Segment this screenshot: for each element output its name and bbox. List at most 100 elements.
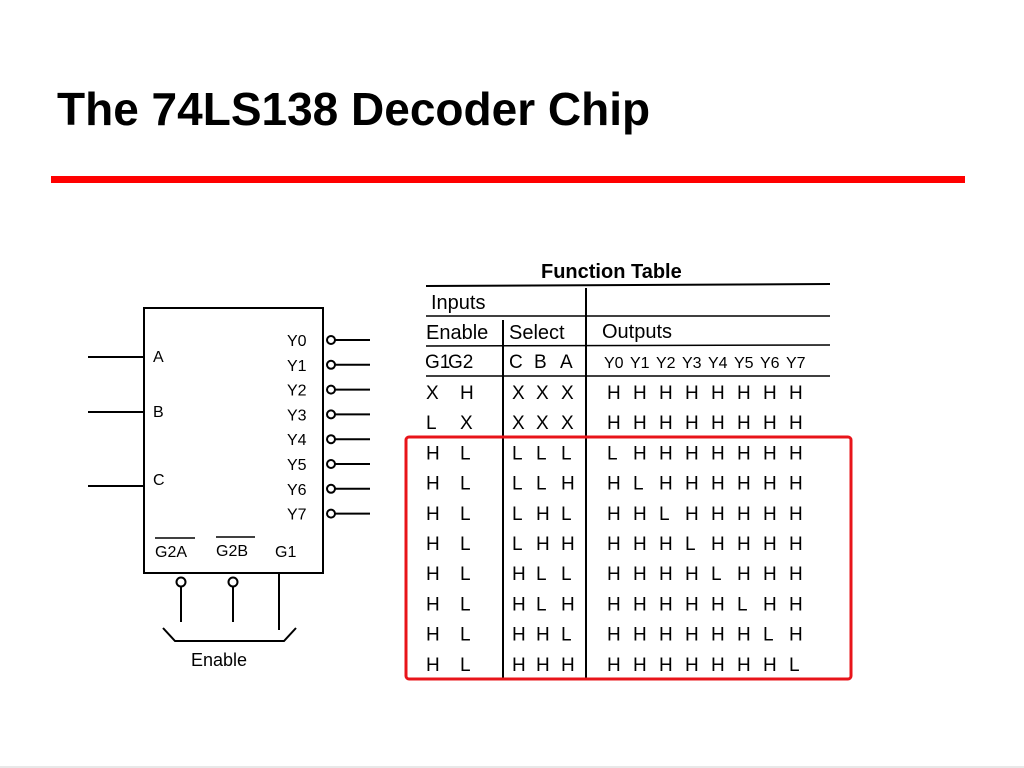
table-cell: H <box>659 413 673 434</box>
table-cell: H <box>789 564 803 585</box>
output-pin-y5: Y5 <box>287 457 370 474</box>
table-cell: H <box>426 625 440 646</box>
enable-group-label: Enable <box>191 650 247 670</box>
table-cell: H <box>633 655 647 676</box>
table-cell: H <box>737 655 751 676</box>
table-cell: H <box>561 534 575 555</box>
table-cell: H <box>763 534 777 555</box>
table-cell: H <box>633 413 647 434</box>
table-cell: H <box>659 594 673 615</box>
output-pin-y4: Y4 <box>287 432 370 449</box>
table-cell: X <box>561 383 574 404</box>
table-cell: H <box>737 564 751 585</box>
table-cell: H <box>685 594 699 615</box>
table-cell: H <box>659 474 673 495</box>
output-label: Y6 <box>287 482 307 499</box>
table-cell: L <box>460 655 471 676</box>
column-header-b: B <box>534 352 547 373</box>
output-pin-y3: Y3 <box>287 407 370 424</box>
table-cell: H <box>426 474 440 495</box>
table-cell: H <box>737 443 751 464</box>
column-header-g1: G1 <box>425 352 450 373</box>
table-cell: H <box>512 625 526 646</box>
table-cell: H <box>607 383 621 404</box>
table-cell: H <box>685 564 699 585</box>
table-cell: H <box>763 655 777 676</box>
table-cell: L <box>460 443 471 464</box>
output-label: Y7 <box>287 507 307 524</box>
column-header-c: C <box>509 352 523 373</box>
table-cell: H <box>460 383 474 404</box>
table-cell: H <box>607 534 621 555</box>
table-cell: H <box>737 534 751 555</box>
table-cell: H <box>536 625 550 646</box>
table-cell: L <box>536 443 547 464</box>
table-cell: X <box>561 413 574 434</box>
column-header-y3: Y3 <box>682 355 702 372</box>
table-cell: H <box>685 504 699 525</box>
table-cell: H <box>426 534 440 555</box>
column-header-g2: G2 <box>448 352 473 373</box>
table-cell: L <box>561 443 572 464</box>
table-cell: H <box>659 443 673 464</box>
table-cell: H <box>737 474 751 495</box>
table-cell: H <box>607 413 621 434</box>
enable-pin-label-g1: G1 <box>275 544 296 561</box>
table-cell: H <box>633 504 647 525</box>
table-cell: H <box>789 383 803 404</box>
column-header-y4: Y4 <box>708 355 728 372</box>
table-cell: L <box>512 504 523 525</box>
table-cell: L <box>737 594 748 615</box>
table-cell: H <box>607 655 621 676</box>
outputs-header: Outputs <box>602 321 672 343</box>
table-cell: L <box>685 534 696 555</box>
output-pin-y7: Y7 <box>287 507 370 524</box>
table-cell: L <box>426 413 437 434</box>
table-cell: L <box>460 474 471 495</box>
table-cell: H <box>737 383 751 404</box>
enable-brace <box>162 627 297 642</box>
table-cell: L <box>633 474 644 495</box>
table-cell: H <box>633 594 647 615</box>
table-cell: L <box>512 443 523 464</box>
output-label: Y4 <box>287 432 307 449</box>
column-header-y1: Y1 <box>630 355 650 372</box>
table-cell: H <box>789 443 803 464</box>
table-cell: H <box>607 594 621 615</box>
table-cell: H <box>685 474 699 495</box>
table-cell: H <box>659 564 673 585</box>
table-cell: L <box>512 474 523 495</box>
table-cell: H <box>763 594 777 615</box>
table-cell: L <box>512 534 523 555</box>
table-cell: X <box>536 413 549 434</box>
g2a-inversion-bubble <box>175 576 187 588</box>
table-cell: H <box>763 383 777 404</box>
table-cell: H <box>737 625 751 646</box>
table-cell: H <box>711 504 725 525</box>
table-cell: H <box>607 564 621 585</box>
table-cell: H <box>659 383 673 404</box>
output-label: Y2 <box>287 383 307 400</box>
column-header-y6: Y6 <box>760 355 780 372</box>
output-pin-y6: Y6 <box>287 482 370 499</box>
column-header-y7: Y7 <box>786 355 806 372</box>
title-rule <box>425 283 831 287</box>
output-pin-y1: Y1 <box>287 358 370 375</box>
table-cell: H <box>711 413 725 434</box>
table-cell: L <box>460 564 471 585</box>
table-cell: H <box>561 474 575 495</box>
table-cell: H <box>607 625 621 646</box>
title-underline <box>51 176 965 183</box>
table-cell: L <box>659 504 670 525</box>
table-cell: L <box>460 625 471 646</box>
table-cell: H <box>685 625 699 646</box>
input-label-a: A <box>153 349 164 366</box>
